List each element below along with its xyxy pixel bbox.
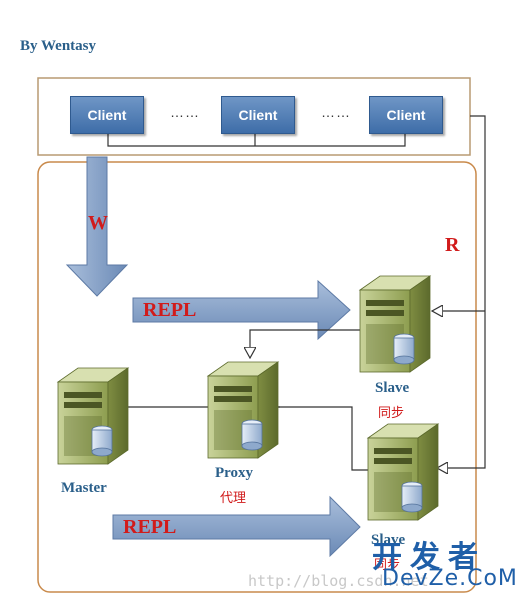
ellipsis-2: ……: [321, 104, 351, 120]
read-label: R: [445, 234, 460, 256]
slave1-server-icon: [358, 275, 432, 373]
repl-label-top: REPL: [143, 299, 197, 321]
slave1-cn-label: 同步: [378, 406, 405, 421]
proxy-cn-label: 代理: [220, 491, 247, 506]
client-box-3: Client: [369, 96, 443, 134]
proxy-name: Proxy: [215, 465, 254, 481]
client-box-1: Client: [70, 96, 144, 134]
site-logo-top: 开发者: [372, 540, 486, 575]
repl-arrow-top: [132, 279, 351, 341]
write-arrow: [65, 156, 129, 297]
repl-label-bottom: REPL: [123, 516, 177, 538]
master-server-icon: [56, 367, 130, 465]
slave2-cn-label: 同步: [374, 558, 401, 573]
ellipsis-1: ……: [170, 104, 200, 120]
repl-arrow-bottom: [112, 495, 361, 558]
master-name: Master: [61, 480, 107, 496]
slave2-name: Slave: [371, 532, 406, 548]
client-connector: [107, 134, 406, 147]
site-logo-bottom: DevZe.CoM: [382, 566, 518, 591]
cluster-frame: [37, 161, 477, 593]
slave1-name: Slave: [375, 380, 410, 396]
slave-to-proxy-line: [250, 329, 362, 358]
client-box-2: Client: [221, 96, 295, 134]
proxy-server-icon: [206, 361, 280, 459]
watermark-url: http://blog.csdn.net: [248, 572, 429, 590]
write-label: W: [88, 212, 108, 234]
author-byline: By Wentasy: [20, 38, 96, 54]
read-line-slave2: [437, 115, 486, 468]
slave2-server-icon: [366, 423, 440, 521]
